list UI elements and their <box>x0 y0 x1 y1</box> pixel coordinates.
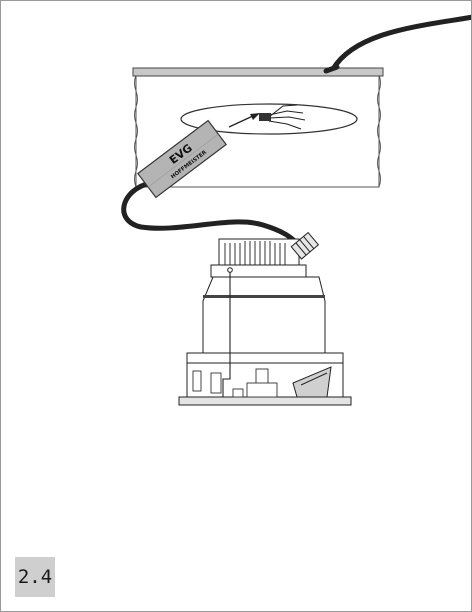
fixture-collar <box>186 352 344 364</box>
internal-wire <box>222 269 231 397</box>
step-number-badge: 2.4 <box>15 557 55 597</box>
ceiling-panel <box>132 67 384 77</box>
ballast-cable <box>121 180 302 248</box>
cable-entry <box>323 64 340 74</box>
stripped-wires <box>268 104 306 130</box>
fixture-body <box>202 276 326 354</box>
cavity-left-break <box>134 74 138 188</box>
internal-wire-node <box>227 267 233 273</box>
connection-arrowhead <box>250 113 260 120</box>
connection-arrow <box>228 114 256 128</box>
cable-gland <box>290 231 320 260</box>
supply-cable <box>330 14 471 72</box>
spring-clip <box>292 366 332 398</box>
step-number: 2.4 <box>17 566 53 588</box>
cavity-right-break <box>377 74 381 188</box>
fixture-band <box>203 295 325 298</box>
downlight-fixture <box>178 231 352 406</box>
bezel <box>178 396 352 406</box>
wire-sheath <box>259 113 271 121</box>
